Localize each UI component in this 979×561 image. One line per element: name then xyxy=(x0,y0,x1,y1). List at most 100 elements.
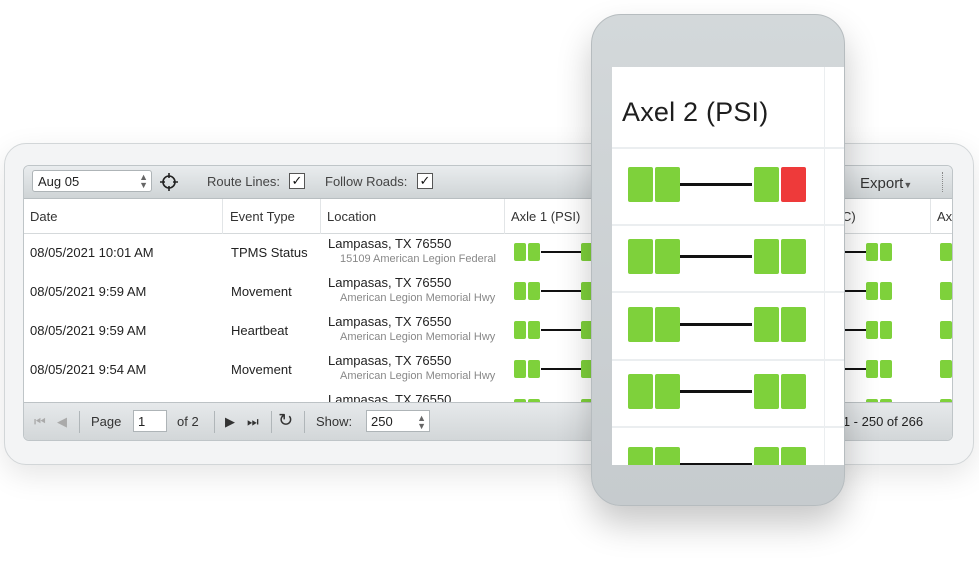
axle-1-tires xyxy=(505,234,615,273)
col-header-event-type[interactable]: Event Type xyxy=(230,209,295,224)
row-date: 08/05/2021 9:59 AM xyxy=(30,284,147,299)
axle-2-line xyxy=(680,183,752,186)
col-header-date[interactable]: Date xyxy=(30,209,58,224)
tire-indicator xyxy=(581,321,593,339)
pager-divider xyxy=(304,411,305,433)
refresh-icon[interactable]: ↻ xyxy=(278,410,294,430)
row-event-type: Movement xyxy=(231,362,292,377)
follow-roads-label: Follow Roads: xyxy=(325,174,408,189)
axle-tires-partial xyxy=(844,234,930,273)
tire-indicator xyxy=(528,282,540,300)
axle-1-tires xyxy=(505,351,615,390)
spinner-arrows-icon[interactable]: ▲▼ xyxy=(417,413,426,431)
tire-indicator xyxy=(940,321,952,339)
col-header-location[interactable]: Location xyxy=(327,209,377,224)
row-event-type: Heartbeat xyxy=(231,323,289,338)
export-button[interactable]: Export▼ xyxy=(860,175,912,192)
axle-line xyxy=(844,251,866,253)
axle-2-tire-indicator xyxy=(754,167,779,202)
tire-indicator xyxy=(940,282,952,300)
axle-tires-partial xyxy=(931,234,952,273)
tire-indicator xyxy=(514,360,526,378)
page-size-value: 250 xyxy=(371,414,393,429)
screen-grid-line xyxy=(824,67,825,465)
tire-indicator xyxy=(528,321,540,339)
follow-roads-checkbox[interactable]: ✓ xyxy=(417,173,433,189)
screen-row-divider xyxy=(612,291,844,293)
axle-2-tire-indicator xyxy=(781,239,806,274)
row-date: 08/05/2021 9:54 AM xyxy=(30,362,147,377)
screen-row-divider xyxy=(612,359,844,361)
tire-indicator xyxy=(514,321,526,339)
location-city: Lampasas, TX 76550 xyxy=(328,314,452,329)
tire-indicator xyxy=(880,243,892,261)
date-value: Aug 05 xyxy=(38,174,80,189)
show-label: Show: xyxy=(316,414,353,429)
tire-indicator xyxy=(866,282,878,300)
tire-indicator xyxy=(866,321,878,339)
axle-tires-partial xyxy=(844,312,930,351)
last-page-icon[interactable]: ⏭ xyxy=(247,414,259,429)
tire-indicator xyxy=(880,360,892,378)
col-header-axle-1[interactable]: Axle 1 (PSI) xyxy=(511,209,581,224)
toolbar-divider xyxy=(942,172,945,192)
row-date: 08/05/2021 10:01 AM xyxy=(30,245,154,260)
axle-2-tire-indicator xyxy=(655,307,680,342)
axle-1-tires xyxy=(505,273,615,312)
tire-indicator xyxy=(880,321,892,339)
tire-indicator xyxy=(880,282,892,300)
phone-screen: Axel 2 (PSI) xyxy=(612,67,844,465)
row-date: 08/05/2021 9:59 AM xyxy=(30,323,147,338)
axle-2-tire-indicator xyxy=(655,374,680,409)
pager-divider xyxy=(214,411,215,433)
first-page-icon[interactable]: ⏮ xyxy=(34,414,46,429)
pager-divider xyxy=(79,411,80,433)
axle-2-tire-indicator xyxy=(754,239,779,274)
axle-2-tire-indicator xyxy=(781,374,806,409)
next-page-icon[interactable]: ▶ xyxy=(225,414,235,429)
record-count: g 1 - 250 of 266 xyxy=(832,414,924,429)
crosshair-icon[interactable] xyxy=(160,173,178,191)
tire-indicator xyxy=(866,360,878,378)
page-input[interactable]: 1 xyxy=(133,410,167,432)
axle-line xyxy=(541,290,581,292)
route-lines-label: Route Lines: xyxy=(207,174,280,189)
axle-2-tire-indicator xyxy=(754,447,779,465)
axle-2-tire-indicator xyxy=(754,307,779,342)
axle-tires-partial xyxy=(931,312,952,351)
screen-row-divider xyxy=(612,426,844,428)
axle-tires-partial xyxy=(931,273,952,312)
axle-2-tire-indicator xyxy=(655,239,680,274)
tire-indicator xyxy=(940,243,952,261)
axle-2-tire-indicator xyxy=(754,374,779,409)
col-header-partial-axle[interactable]: Ax xyxy=(937,209,953,224)
pager-divider xyxy=(271,411,272,433)
screen-row-divider xyxy=(612,147,844,149)
axle-2-tire-indicator xyxy=(655,447,680,465)
phone-mockup: Axel 2 (PSI) xyxy=(591,14,845,506)
axle-2-tire-indicator xyxy=(781,307,806,342)
date-picker[interactable]: Aug 05 ▲▼ xyxy=(32,170,152,192)
prev-page-icon[interactable]: ◀ xyxy=(57,414,67,429)
axle-1-tires xyxy=(505,312,615,351)
axle-2-tire-indicator xyxy=(628,167,653,202)
location-street: American Legion Memorial Hwy xyxy=(340,292,496,304)
location-city: Lampasas, TX 76550 xyxy=(328,353,452,368)
axle-2-line xyxy=(680,390,752,393)
axle-2-title: Axel 2 (PSI) xyxy=(622,97,769,127)
axle-2-tire-indicator xyxy=(628,447,653,465)
axle-2-line xyxy=(680,323,752,326)
axle-line xyxy=(541,251,581,253)
tire-indicator xyxy=(866,243,878,261)
axle-2-tire-indicator xyxy=(781,167,806,202)
col-header-partial[interactable]: C) xyxy=(842,209,856,224)
page-size-select[interactable]: 250 ▲▼ xyxy=(366,410,430,432)
route-lines-checkbox[interactable]: ✓ xyxy=(289,173,305,189)
caret-down-icon: ▼ xyxy=(903,180,913,190)
spinner-arrows-icon[interactable]: ▲▼ xyxy=(139,172,148,190)
axle-2-line xyxy=(680,255,752,258)
axle-tires-partial xyxy=(931,351,952,390)
row-event-type: TPMS Status xyxy=(231,245,308,260)
